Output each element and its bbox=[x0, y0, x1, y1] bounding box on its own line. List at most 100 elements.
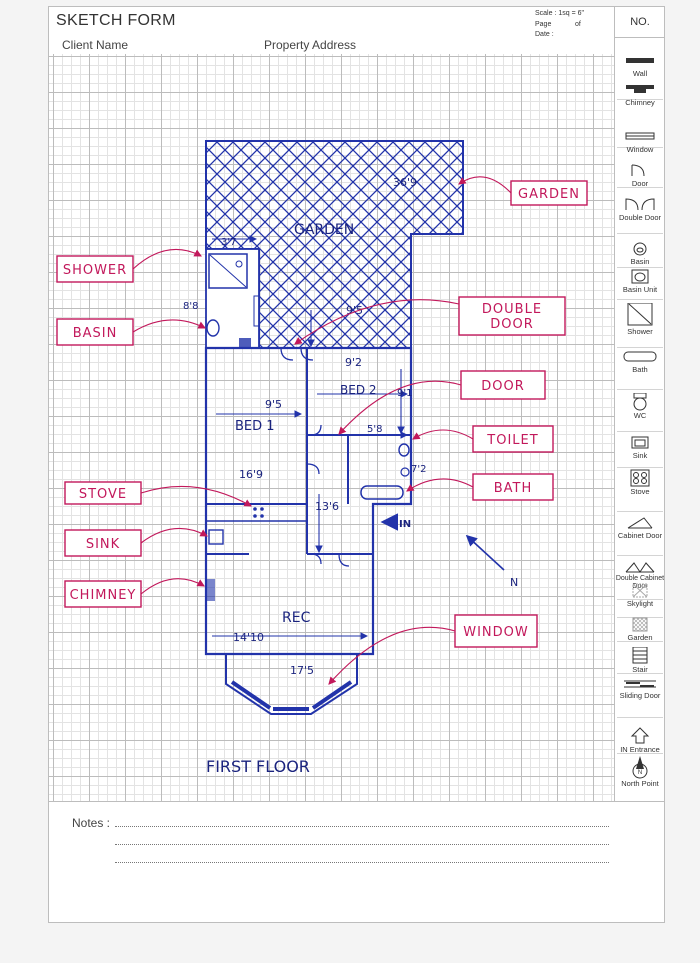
callout-pointer bbox=[328, 626, 456, 685]
legend-separator bbox=[617, 299, 663, 300]
callout-box bbox=[64, 529, 142, 557]
garden-icon bbox=[632, 617, 648, 632]
legend-label: Double Cabinet Door bbox=[615, 575, 665, 590]
chimney-symbol bbox=[206, 579, 215, 601]
legend-item-wc: WC bbox=[615, 393, 665, 420]
legend-item-sliding-door: Sliding Door bbox=[615, 677, 665, 700]
notes-section: Notes : bbox=[49, 801, 664, 923]
scale-text: Scale : 1sq = 6" bbox=[535, 10, 584, 17]
wall-stub bbox=[253, 295, 260, 327]
north-label: N bbox=[510, 576, 518, 589]
chimney-icon bbox=[626, 85, 654, 93]
wc-icon bbox=[633, 393, 647, 411]
callout-box bbox=[472, 425, 554, 453]
legend-item-basin: Basin bbox=[615, 241, 665, 266]
legend-label: Shower bbox=[627, 327, 653, 336]
dim-hall-height: 13'6 bbox=[315, 500, 339, 513]
legend-separator bbox=[617, 233, 663, 234]
entrance-arrow-icon bbox=[630, 727, 650, 744]
legend-label: Sliding Door bbox=[619, 691, 661, 700]
callout-pointer bbox=[338, 380, 462, 435]
legend-label: Wall bbox=[632, 69, 648, 78]
notes-line-1[interactable] bbox=[115, 826, 609, 827]
callout-box bbox=[472, 473, 554, 501]
legend-label: Skylight bbox=[626, 599, 654, 608]
legend-item-garden: Garden bbox=[615, 617, 665, 642]
label-bed1: BED 1 bbox=[235, 419, 275, 434]
legend-label: IN Entrance bbox=[620, 745, 660, 754]
sink-symbol bbox=[208, 529, 224, 545]
basin-symbol bbox=[206, 319, 220, 337]
dim-rec-width: 14'10 bbox=[233, 631, 264, 644]
dimension-lines bbox=[212, 235, 409, 640]
legend-item-bath: Bath bbox=[615, 349, 665, 374]
stair-icon bbox=[632, 647, 648, 664]
callout-pointer bbox=[406, 478, 474, 492]
legend-item-window: Window bbox=[615, 129, 665, 154]
bay-window bbox=[225, 654, 358, 715]
floor-plan-drawing: GARDEN BED 1 BED 2 REC FIRST FLOOR 36'9 … bbox=[56, 140, 588, 776]
legend-label: Garden bbox=[627, 633, 653, 642]
legend-item-double-door: Double Door bbox=[615, 197, 665, 222]
legend-label: Stair bbox=[632, 665, 648, 674]
callout-label-window: WINDOW bbox=[463, 625, 529, 640]
bath-basin-symbol bbox=[400, 467, 410, 477]
page-of-label: of bbox=[575, 21, 581, 28]
door-swings bbox=[280, 347, 350, 567]
callout-pointer bbox=[140, 578, 205, 595]
basin-icon bbox=[633, 242, 647, 256]
legend-separator bbox=[617, 99, 663, 100]
legend-label: Basin Unit bbox=[622, 285, 658, 294]
dim-garden: 36'9 bbox=[393, 176, 417, 189]
legend-label: Chimney bbox=[625, 98, 655, 107]
callout-pointer bbox=[294, 299, 460, 345]
basin-unit-icon bbox=[631, 269, 649, 284]
dim-bath-height: 7'2 bbox=[411, 464, 426, 475]
legend-item-sink: Sink bbox=[615, 435, 665, 460]
bay-window-glazing bbox=[230, 680, 353, 711]
dim-shower-width: 3'7 bbox=[221, 237, 236, 248]
dim-bed2-height: 9'1 bbox=[397, 388, 412, 399]
legend-label: Cabinet Door bbox=[617, 531, 663, 540]
legend-label: Double Door bbox=[618, 213, 662, 222]
callout-pointer bbox=[412, 429, 474, 440]
legend-label: Basin bbox=[630, 257, 650, 266]
callout-label-stove: STOVE bbox=[79, 487, 127, 502]
date-label: Date : bbox=[535, 31, 554, 38]
bath-icon bbox=[623, 351, 657, 362]
dim-bed2-top: 9'5 bbox=[346, 304, 363, 317]
callout-label-shower: SHOWER bbox=[63, 263, 127, 278]
legend-separator bbox=[617, 389, 663, 390]
chimney-stub bbox=[239, 338, 251, 348]
legend-separator bbox=[617, 347, 663, 348]
callout-label-door: DOOR bbox=[481, 379, 525, 394]
callout-pointer bbox=[132, 319, 206, 333]
legend-separator bbox=[617, 267, 663, 268]
legend-label: Sink bbox=[632, 451, 648, 460]
legend-separator bbox=[617, 467, 663, 468]
stove-icon bbox=[630, 469, 650, 487]
callout-label-chimney: CHIMNEY bbox=[70, 588, 137, 603]
legend-item-wall: Wall bbox=[615, 53, 665, 78]
callout-pointer bbox=[140, 527, 208, 544]
cabinet-door-icon bbox=[627, 517, 653, 529]
dim-bed1-width: 9'5 bbox=[265, 398, 282, 411]
label-floor-title: FIRST FLOOR bbox=[206, 757, 310, 776]
legend-separator bbox=[617, 641, 663, 642]
notes-label: Notes : bbox=[72, 816, 111, 830]
shower-diagonal bbox=[209, 254, 247, 288]
legend-separator bbox=[617, 147, 663, 148]
notes-line-3[interactable] bbox=[115, 862, 609, 863]
sliding-door-icon bbox=[624, 680, 656, 688]
wall-icon bbox=[626, 58, 654, 63]
legend-separator bbox=[617, 511, 663, 512]
notes-line-2[interactable] bbox=[115, 844, 609, 845]
legend-label: Door bbox=[631, 179, 649, 188]
legend-item-stove: Stove bbox=[615, 469, 665, 496]
number-box: NO. bbox=[614, 7, 665, 38]
door-icon bbox=[631, 164, 645, 177]
legend-item-door: Door bbox=[615, 163, 665, 188]
legend-item-skylight: Skylight bbox=[615, 583, 665, 608]
legend-item-chimney: Chimney bbox=[615, 82, 665, 107]
double-cabinet-door-icon bbox=[625, 562, 655, 573]
